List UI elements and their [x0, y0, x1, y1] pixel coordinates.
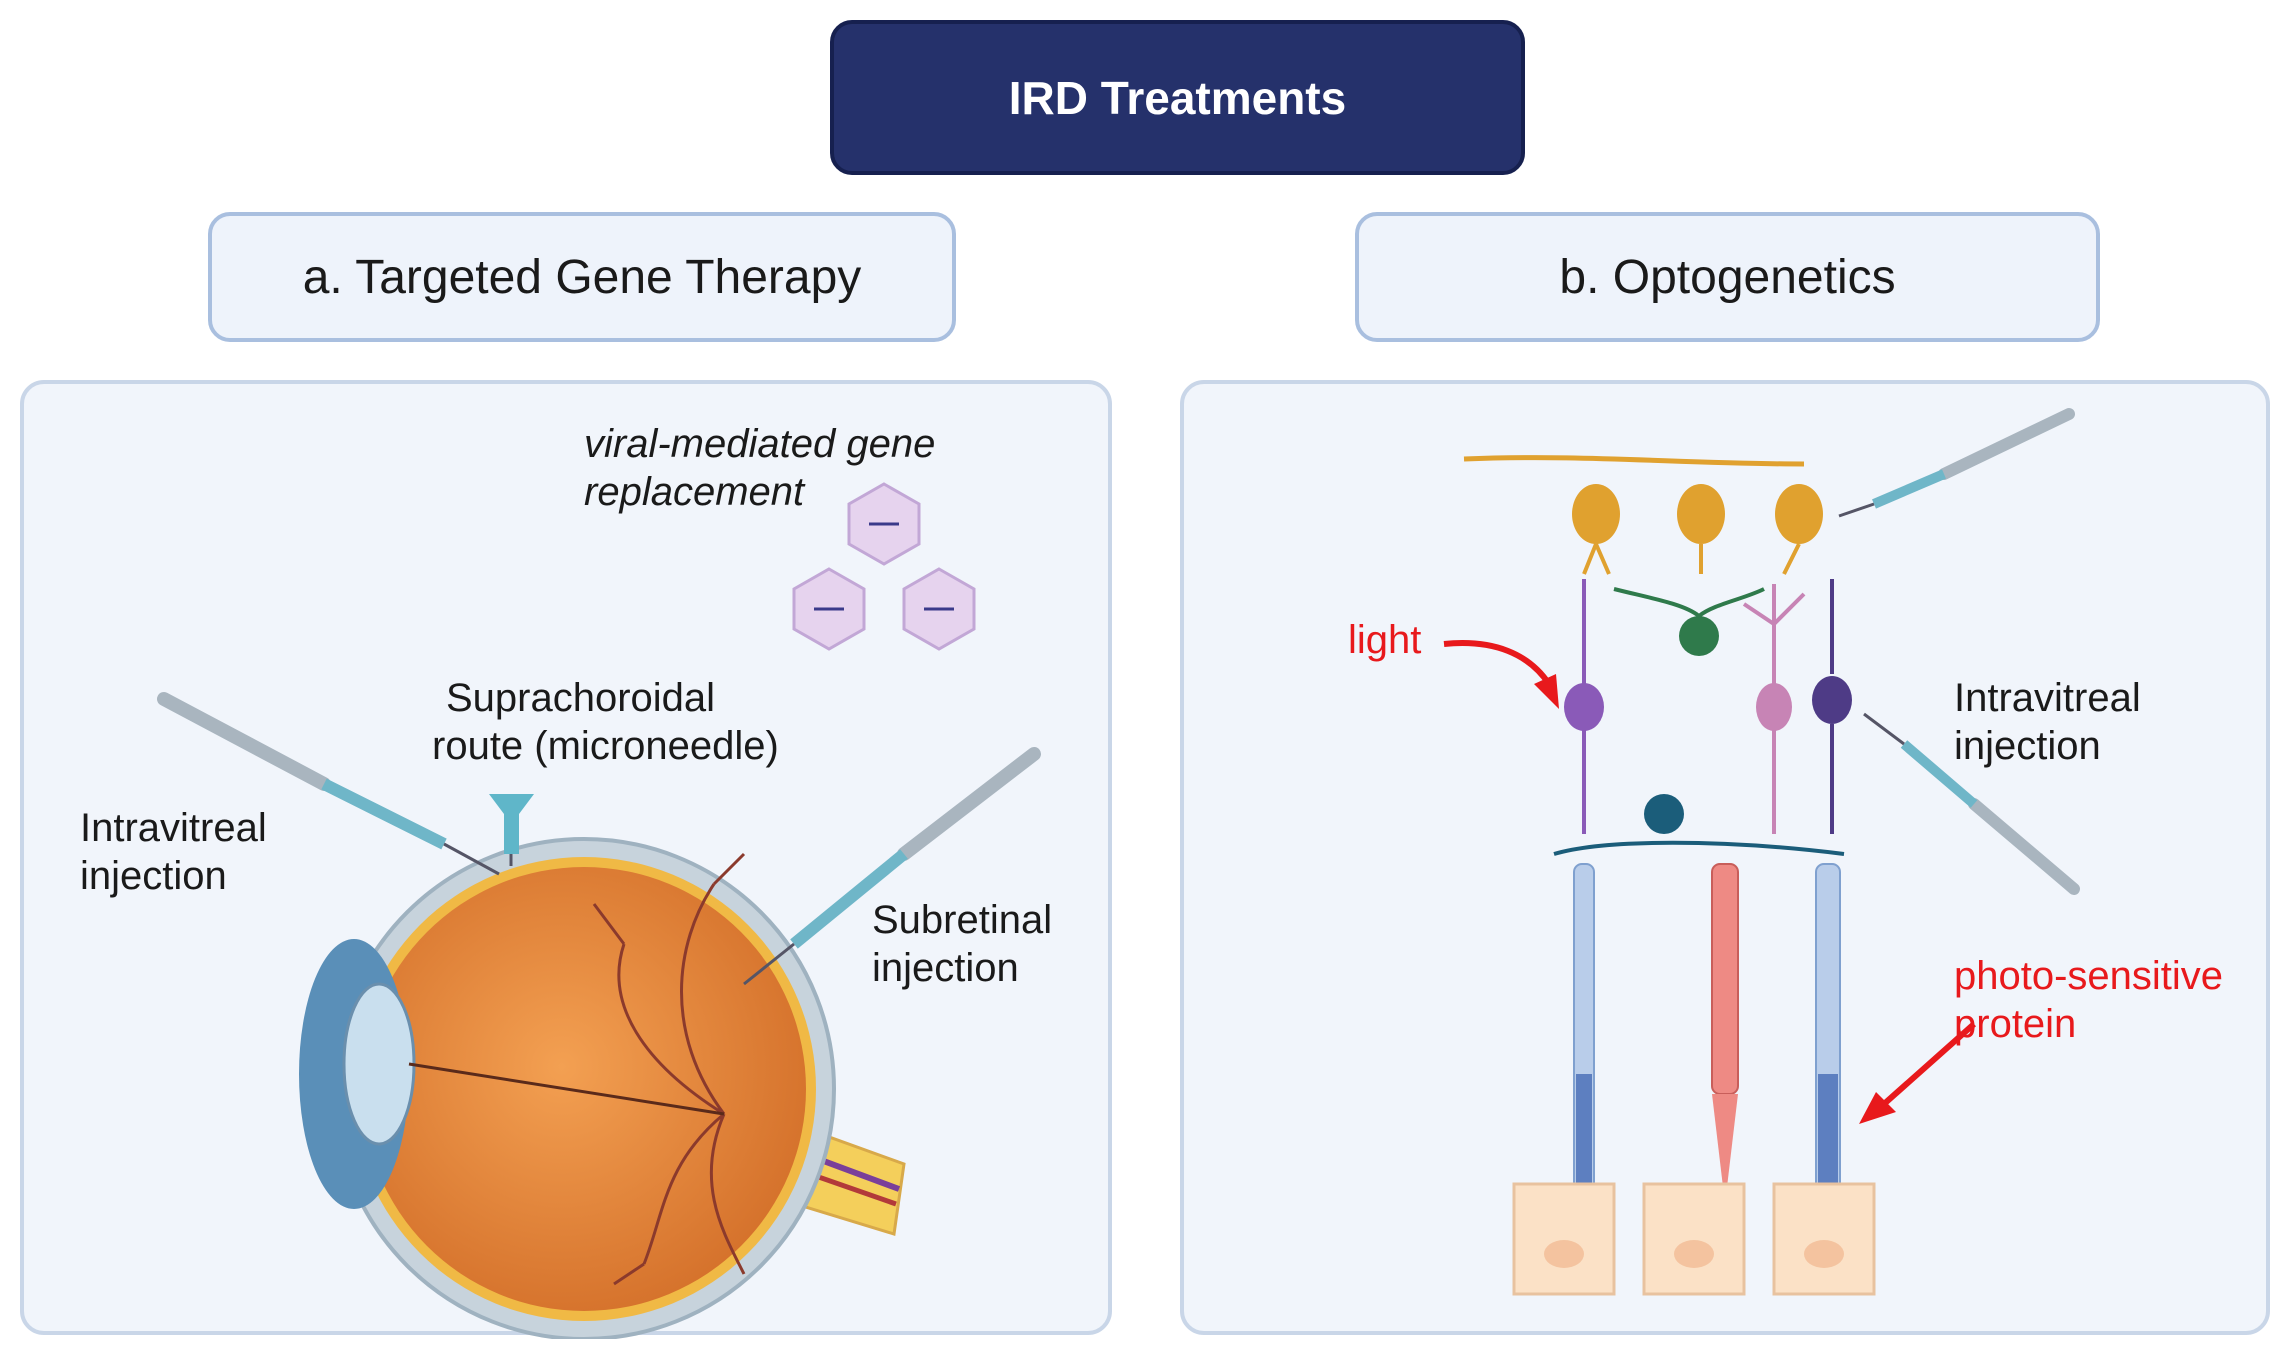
ganglion-cells [1572, 484, 1823, 575]
diagram-title: IRD Treatments [1008, 71, 1347, 124]
label-photo-sensitive-1: photo-sensitive [1954, 954, 2224, 998]
label-photo-sensitive-2: protein [1954, 1002, 2077, 1046]
label-viral-1: viral-mediated gene [584, 422, 936, 466]
bipolar-cell-dark [1812, 676, 1852, 724]
label-viral-2: replacement [584, 470, 805, 514]
label-intravitreal-b-2: injection [1954, 724, 2101, 768]
capsid-dna [814, 522, 954, 611]
photoreceptors [1573, 863, 1841, 1205]
horizontal-cell [1644, 794, 1684, 834]
arrow-light [1443, 640, 1559, 709]
label-intravitreal-a-1: Intravitreal [80, 806, 267, 850]
heading-box-gene-therapy: a. Targeted Gene Therapy [208, 212, 956, 342]
panel-optogenetics: light Intravitreal injection photo-sensi… [1180, 380, 2270, 1335]
rpe-cells [1512, 1182, 1876, 1296]
label-subretinal-2: injection [872, 946, 1019, 990]
label-subretinal-1: Subretinal [872, 898, 1053, 942]
label-suprachoroidal-1: Suprachoroidal [446, 676, 716, 720]
label-light: light [1348, 618, 1422, 662]
syringe-top [1838, 408, 2075, 518]
title-box: IRD Treatments [830, 20, 1525, 175]
heading-optogenetics: b. Optogenetics [1559, 250, 1896, 304]
syringe-intravitreal-b [1863, 712, 2080, 895]
retina-cells-illustration [1443, 408, 2080, 1296]
amacrine-cell [1679, 616, 1719, 656]
heading-gene-therapy: a. Targeted Gene Therapy [302, 250, 862, 304]
lens-shape [342, 982, 416, 1146]
syringe-intravitreal-a [157, 692, 500, 876]
microneedle [489, 794, 534, 866]
arrow-photo-sensitive [1859, 1021, 1976, 1124]
rpe-nuclei [1544, 1240, 1844, 1268]
retina-shape [362, 867, 806, 1311]
label-suprachoroidal-2: route (microneedle) [432, 724, 779, 768]
eye-illustration [157, 482, 1041, 1339]
retinal-vessels [592, 852, 746, 1286]
panel-gene-therapy: viral-mediated gene replacement Supracho… [20, 380, 1112, 1339]
heading-box-optogenetics: b. Optogenetics [1355, 212, 2100, 342]
label-intravitreal-b-1: Intravitreal [1954, 676, 2141, 720]
syringe-subretinal [743, 747, 1041, 986]
label-intravitreal-a-2: injection [80, 854, 227, 898]
bipolar-cell-pink [1756, 683, 1792, 731]
viral-capsids [792, 482, 976, 651]
